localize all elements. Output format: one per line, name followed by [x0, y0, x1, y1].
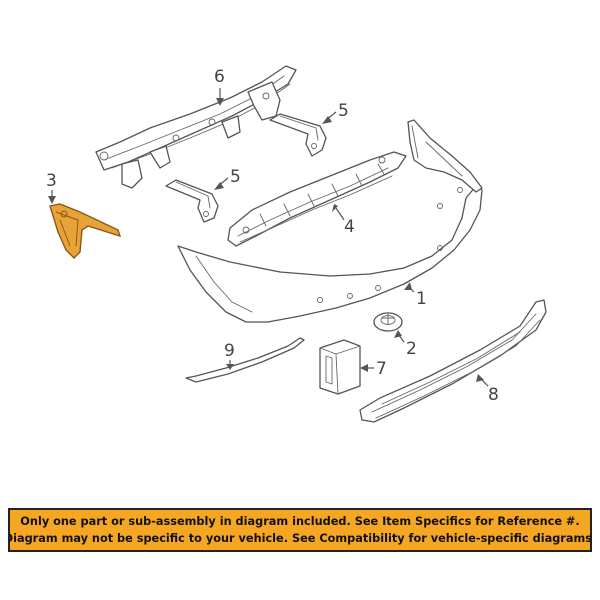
parts-diagram: 6 5 5 3 4 1 2 9 7 [46, 65, 547, 423]
part-5-bracket-upper [269, 113, 327, 157]
part-1-bumper-cover [177, 119, 483, 323]
callout-7: 7 [360, 359, 387, 379]
svg-text:2: 2 [406, 339, 417, 359]
callout-2: 2 [394, 330, 417, 359]
svg-text:1: 1 [416, 289, 427, 309]
disclaimer-line-2: Diagram may not be specific to your vehi… [8, 532, 592, 545]
part-2-clip [373, 312, 403, 332]
callout-3: 3 [46, 171, 57, 204]
callout-5-lower: 5 [214, 167, 241, 190]
svg-text:4: 4 [344, 217, 355, 237]
part-5-bracket-lower [165, 179, 219, 223]
svg-text:7: 7 [376, 359, 387, 379]
svg-text:3: 3 [46, 171, 57, 191]
part-3-bracket [49, 203, 122, 259]
callout-8: 8 [476, 374, 499, 405]
svg-text:8: 8 [488, 385, 499, 405]
svg-text:9: 9 [224, 341, 235, 361]
part-9-molding [185, 337, 305, 383]
callout-9: 9 [224, 341, 235, 370]
callout-1: 1 [404, 282, 427, 309]
part-6-impact-bar [95, 65, 297, 189]
part-4-energy-absorber [227, 151, 407, 247]
callout-4: 4 [332, 204, 355, 237]
callout-6: 6 [214, 67, 225, 106]
disclaimer-banner: Only one part or sub-assembly in diagram… [8, 508, 592, 552]
disclaimer-line-1: Only one part or sub-assembly in diagram… [20, 515, 580, 528]
part-8-valance [359, 299, 547, 423]
callout-5-upper: 5 [322, 101, 349, 124]
svg-text:5: 5 [230, 167, 241, 187]
part-7-guide [319, 339, 361, 395]
svg-text:6: 6 [214, 67, 225, 87]
svg-text:5: 5 [338, 101, 349, 121]
